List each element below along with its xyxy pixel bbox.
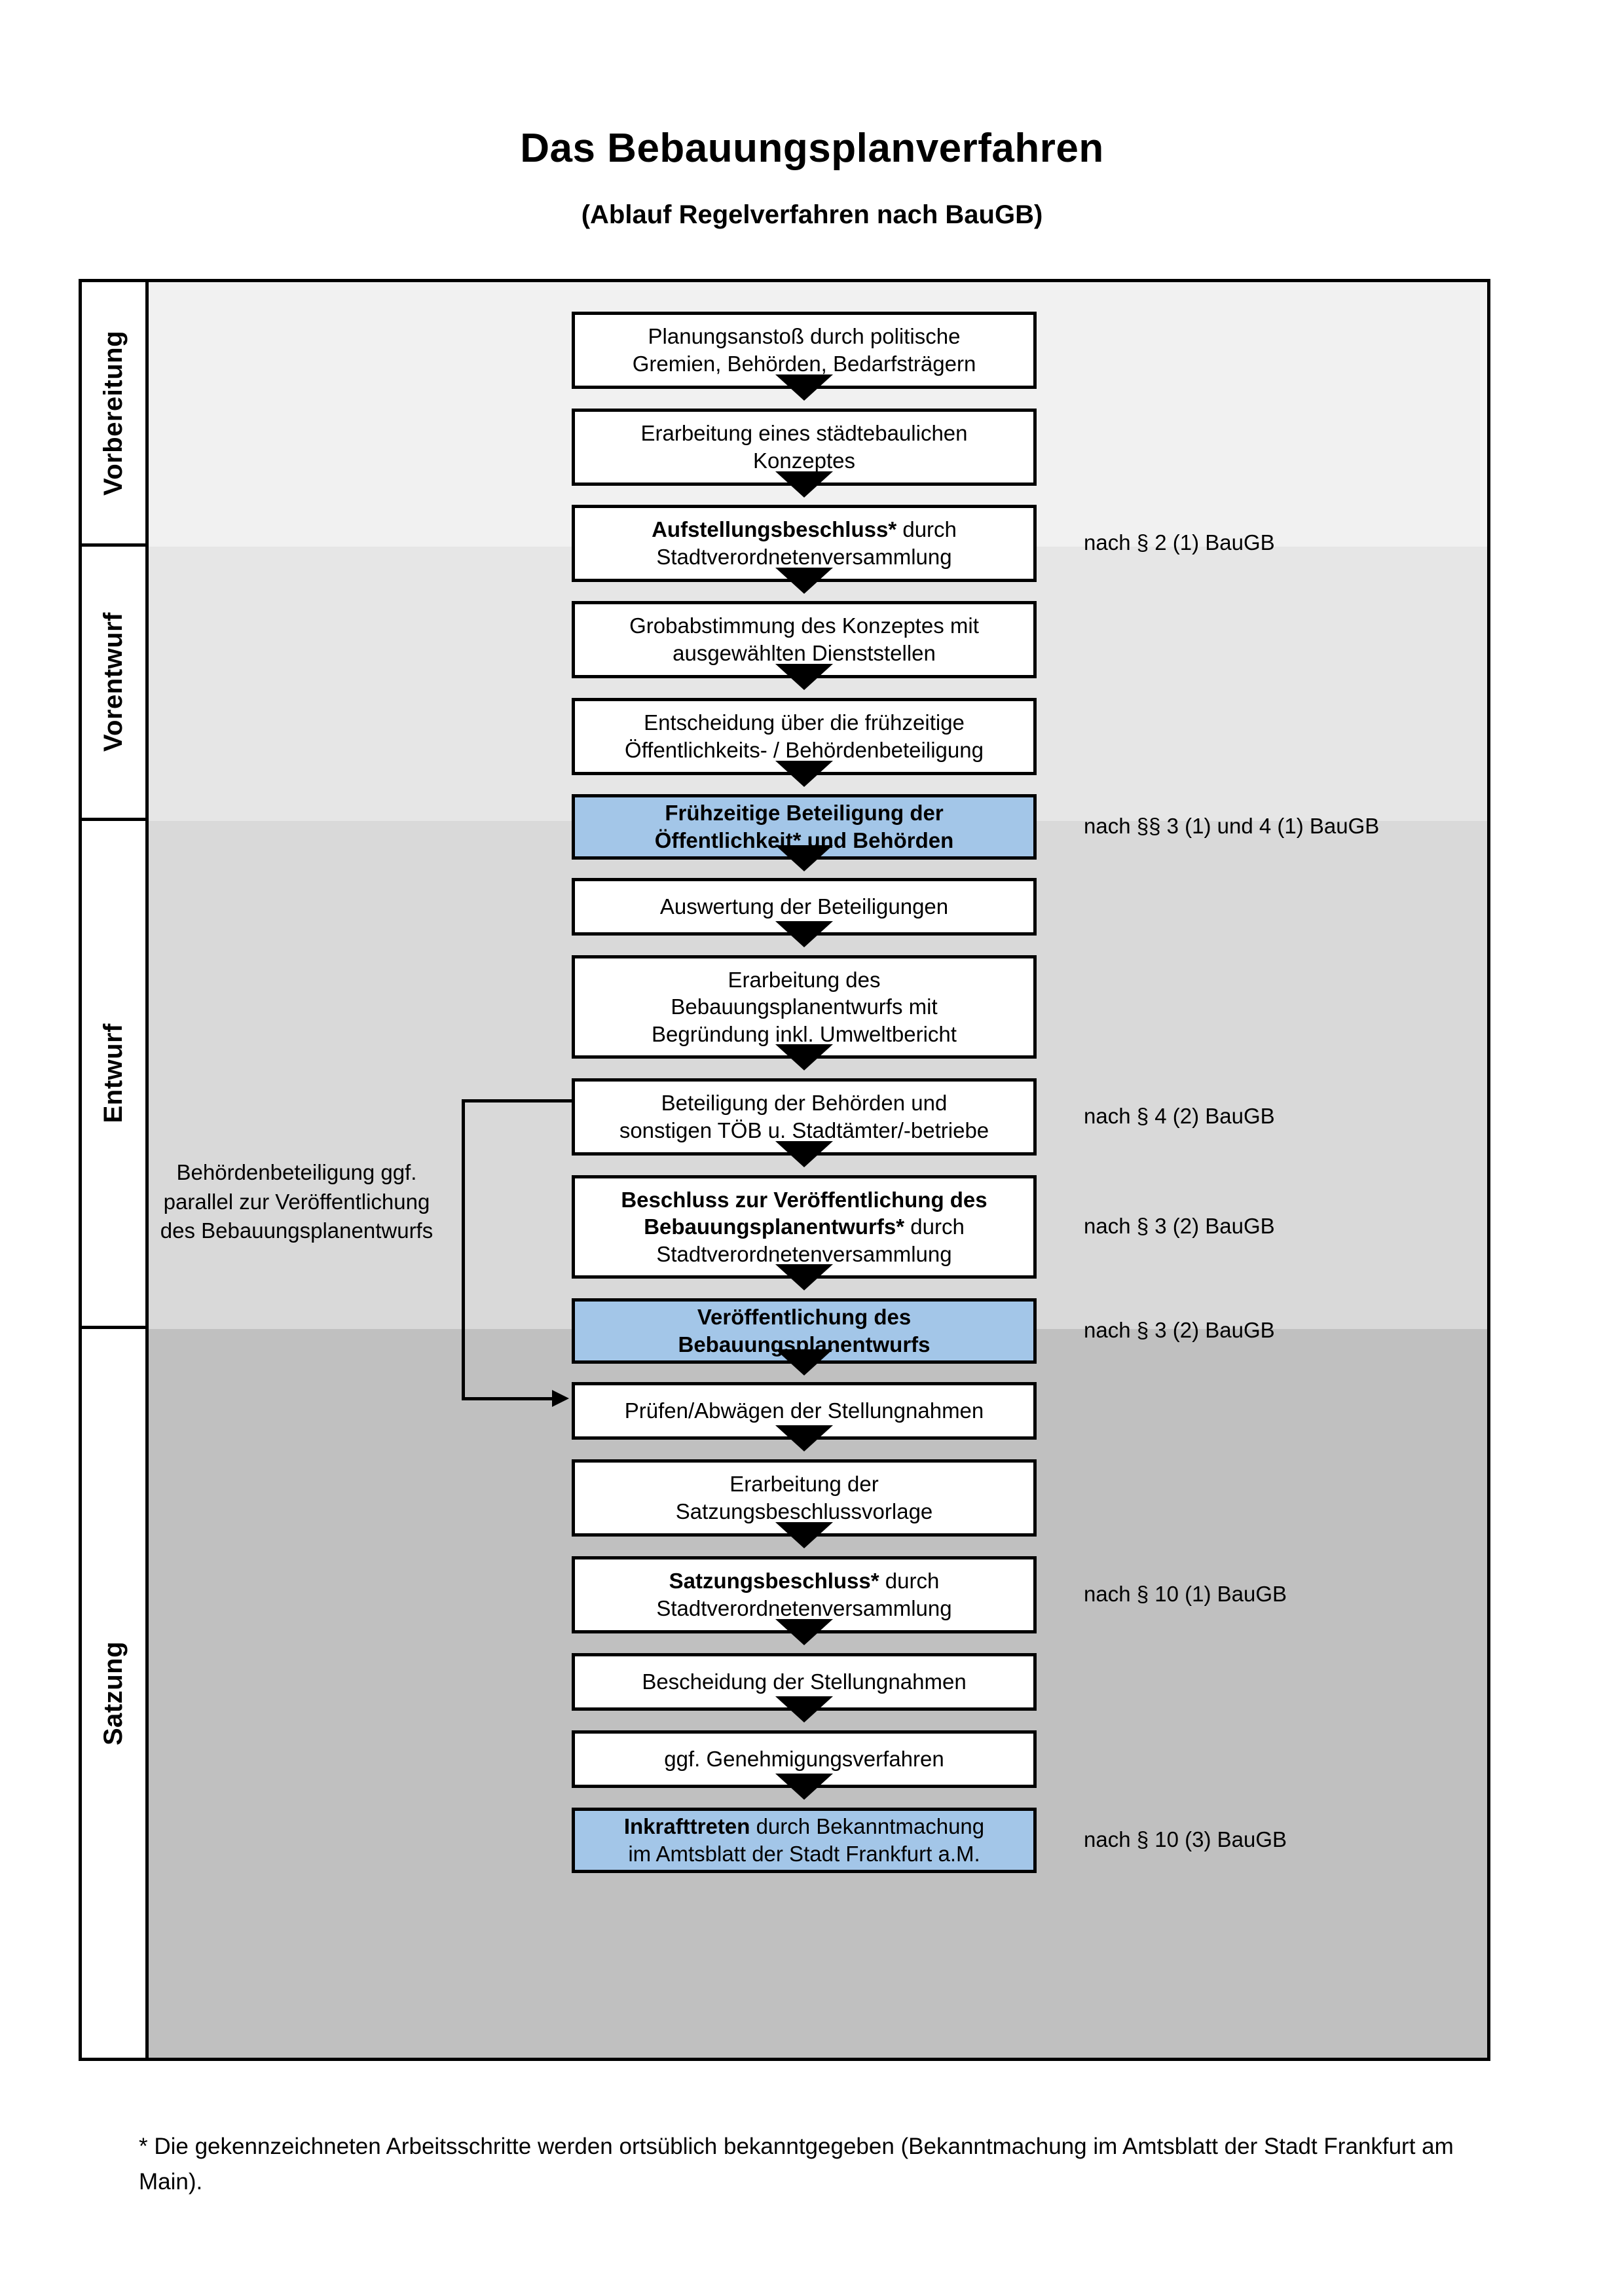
process-box-text: Bescheidung der Stellungnahmen [642, 1669, 967, 1694]
flow-arrow-down-icon [775, 568, 833, 594]
phase-cell-vorbereitung: Vorbereitung [82, 282, 145, 547]
flow-arrow-down-icon [775, 845, 833, 871]
phase-label-satzung: Satzung [99, 1641, 128, 1746]
flow-arrow-down-icon [775, 1349, 833, 1376]
legal-reference-r1: nach § 2 (1) BauGB [1084, 530, 1275, 555]
bracket-vertical-segment [462, 1099, 465, 1400]
flow-arrow-down-icon [775, 1141, 833, 1167]
process-box-text: Auswertung der Beteiligungen [659, 894, 949, 919]
phase-label-entwurf: Entwurf [99, 1023, 128, 1123]
page-title: Das Bebauungsplanverfahren [520, 126, 1104, 171]
process-box-text: ggf. Genehmigungsverfahren [664, 1747, 944, 1772]
flow-arrow-down-icon [775, 374, 833, 401]
footnote: * Die gekennzeichneten Arbeitsschritte w… [139, 2134, 1454, 2195]
flow-arrow-down-icon [775, 1425, 833, 1451]
bracket-top-segment [462, 1099, 576, 1102]
arrow-head-icon [552, 1390, 569, 1407]
flow-arrow-down-icon [775, 1264, 833, 1290]
flow-arrow-down-icon [775, 921, 833, 947]
flow-arrow-down-icon [775, 1044, 833, 1070]
phase-cell-entwurf: Entwurf [82, 821, 145, 1329]
bracket-bottom-segment [462, 1397, 553, 1400]
flow-arrow-down-icon [775, 761, 833, 787]
side-note-parallel-participation: Behördenbeteiligung ggf. parallel zur Ve… [160, 1160, 434, 1243]
legal-reference-r4: nach § 3 (2) BauGB [1084, 1214, 1275, 1238]
phase-label-vorbereitung: Vorbereitung [99, 330, 128, 496]
phase-cell-satzung: Satzung [82, 1329, 145, 2058]
phase-label-vorentwurf: Vorentwurf [99, 612, 128, 752]
legal-reference-r3: nach § 4 (2) BauGB [1084, 1104, 1275, 1128]
page-subtitle: (Ablauf Regelverfahren nach BauGB) [581, 200, 1043, 229]
legal-reference-r2: nach §§ 3 (1) und 4 (1) BauGB [1084, 814, 1380, 838]
flow-arrow-down-icon [775, 1619, 833, 1645]
legal-reference-r6: nach § 10 (1) BauGB [1084, 1582, 1287, 1606]
legal-reference-r5: nach § 3 (2) BauGB [1084, 1318, 1275, 1342]
process-box-text: Prüfen/Abwägen der Stellungnahmen [624, 1398, 984, 1423]
page-header: Das Bebauungsplanverfahren (Ablauf Regel… [0, 0, 1624, 228]
flow-arrow-down-icon [775, 664, 833, 690]
phase-cell-vorentwurf: Vorentwurf [82, 547, 145, 821]
flow-arrow-down-icon [775, 1696, 833, 1722]
flow-arrow-down-icon [775, 1774, 833, 1800]
legal-reference-r7: nach § 10 (3) BauGB [1084, 1827, 1287, 1851]
flow-arrow-down-icon [775, 471, 833, 498]
flow-arrow-down-icon [775, 1522, 833, 1548]
